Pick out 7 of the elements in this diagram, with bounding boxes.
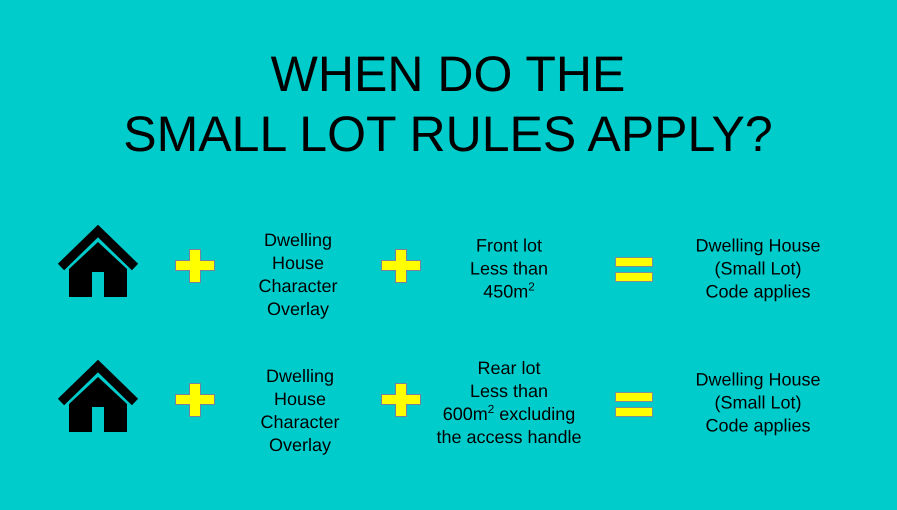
heading: WHEN DO THE SMALL LOT RULES APPLY? bbox=[123, 45, 773, 164]
result-text: Dwelling House (Small Lot) Code applies bbox=[695, 234, 821, 304]
condition-text: Front lot Less than 450m$^{2}$ bbox=[470, 234, 548, 304]
condition-text: Dwelling House Character Overlay bbox=[258, 229, 338, 321]
condition-text: Rear lot Less than 600m$^{2}$ excluding the access handle bbox=[436, 357, 582, 449]
result-text: Dwelling House (Small Lot) Code applies bbox=[695, 368, 821, 438]
condition-text: Dwelling House Character Overlay bbox=[260, 365, 340, 457]
